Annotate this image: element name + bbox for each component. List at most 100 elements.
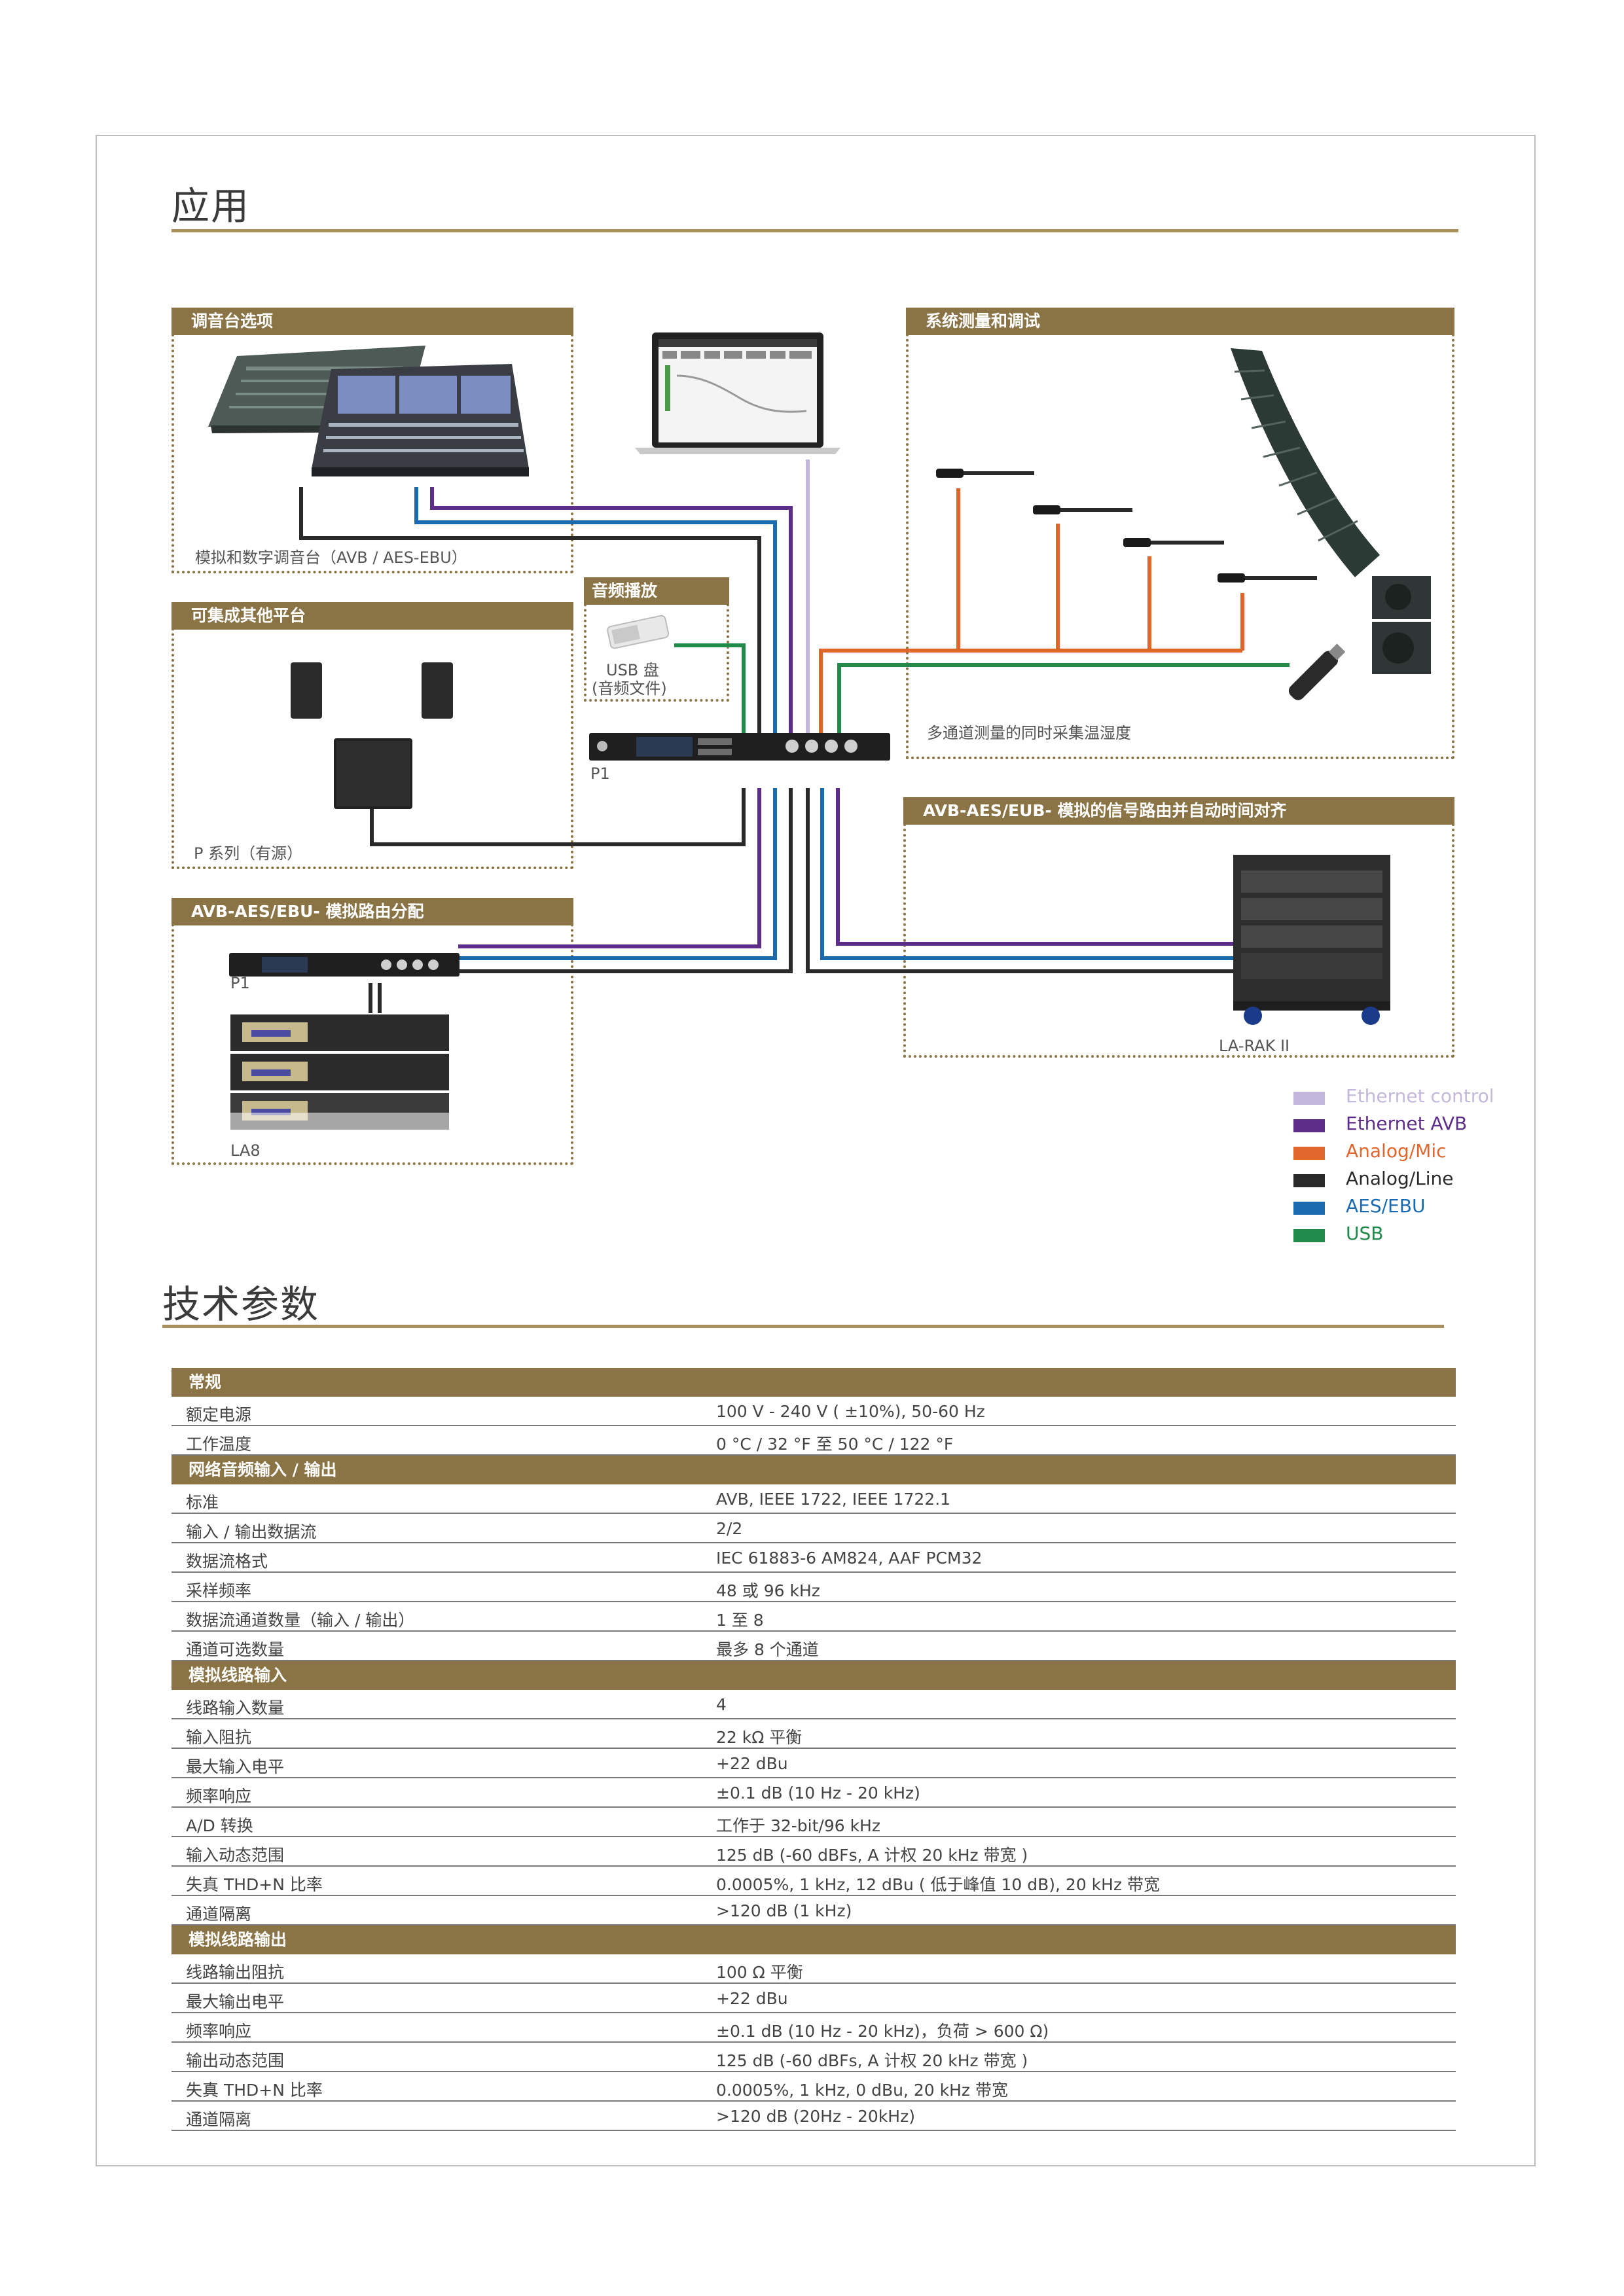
line-array-icon (1231, 348, 1431, 674)
spec-value: +22 dBu (716, 1989, 788, 2008)
legend-label: Ethernet AVB (1346, 1113, 1468, 1134)
spec-label: 频率响应 (186, 2022, 252, 2041)
spec-label: 数据流格式 (186, 1552, 268, 1571)
spec-value: 48 或 96 kHz (716, 1581, 820, 1600)
spec-label: 采样频率 (186, 1581, 252, 1600)
routing-la8-label: LA8 (230, 1141, 261, 1160)
spec-row: 输入动态范围 125 dB (-60 dBFs, A 计权 20 kHz 带宽 ) (171, 1837, 1456, 1867)
cable-routing-line (458, 788, 793, 973)
legend-swatch (1293, 1202, 1325, 1215)
cable-usb-playback (674, 643, 746, 733)
spec-label: 失真 THD+N 比率 (186, 2081, 323, 2100)
spec-row: 通道隔离>120 dB (1 kHz) (171, 1896, 1456, 1926)
cable-pseries-line (370, 788, 746, 846)
page-frame (96, 135, 1536, 2166)
cable-console-aes (414, 487, 777, 733)
cable-rak-line (806, 788, 1233, 973)
legend-swatch (1293, 1147, 1325, 1160)
spec-row: 输入阻抗 22 kΩ 平衡 (171, 1719, 1456, 1749)
spec-value: ±0.1 dB (10 Hz - 20 kHz) (716, 1784, 920, 1803)
spec-value: IEC 61883-6 AM824, AAF PCM32 (716, 1549, 983, 1568)
usb-stick-icon (607, 615, 670, 649)
spec-label: 通道隔离 (186, 2110, 252, 2129)
spec-row: 数据流通道数量（输入 / 输出） 1 至 8 (171, 1602, 1456, 1632)
spec-value: 最多 8 个通道 (716, 1640, 819, 1659)
spec-label: 最大输入电平 (186, 1757, 285, 1776)
la8-amplifier-icon (230, 1014, 449, 1132)
spec-label: 工作温度 (186, 1435, 252, 1454)
legend-swatch (1293, 1229, 1325, 1242)
integration-caption: P 系列（有源） (194, 844, 303, 863)
usb-sensor-icon (1288, 643, 1346, 700)
spec-row: 频率响应 ±0.1 dB (10 Hz - 20 kHz)，负荷 > 600 Ω) (171, 2013, 1456, 2043)
legend-label: USB (1346, 1223, 1384, 1244)
spec-row: 最大输入电平 +22 dBu (171, 1749, 1456, 1778)
laptop-icon (635, 332, 840, 454)
spec-row: 最大输出电平 +22 dBu (171, 1984, 1456, 2013)
spec-label: 最大输出电平 (186, 1992, 285, 2011)
spec-label: 线路输出阻抗 (186, 1963, 285, 1982)
p1-center-label: P1 (590, 764, 610, 783)
spec-value: 2/2 (716, 1519, 743, 1538)
spec-label: 输入 / 输出数据流 (186, 1522, 317, 1541)
spec-row: A/D 转换工作于 32-bit/96 kHz (171, 1808, 1456, 1837)
p1-center-icon (589, 733, 890, 761)
spec-row: 线路输出阻抗 100 Ω 平衡 (171, 1954, 1456, 1984)
spec-label: A/D 转换 (186, 1816, 253, 1835)
spec-label: 输入阻抗 (186, 1728, 252, 1747)
spec-label: 失真 THD+N 比率 (186, 1875, 323, 1894)
spec-row: 频率响应 ±0.1 dB (10 Hz - 20 kHz) (171, 1778, 1456, 1808)
spec-value: 125 dB (-60 dBFs, A 计权 20 kHz 带宽 ) (716, 1846, 1028, 1865)
console-header: 调音台选项 (171, 308, 573, 335)
spec-label: 频率响应 (186, 1787, 252, 1806)
spec-value: 0.0005%, 1 kHz, 12 dBu ( 低于峰值 10 dB), 20… (716, 1875, 1161, 1894)
spec-value: 1 至 8 (716, 1611, 764, 1630)
routing-header: AVB-AES/EBU- 模拟路由分配 (171, 898, 573, 925)
spec-value: 0.0005%, 1 kHz, 0 dBu, 20 kHz 带宽 (716, 2081, 1008, 2100)
spec-row: 输入 / 输出数据流 2/2 (171, 1514, 1456, 1543)
spec-value: ±0.1 dB (10 Hz - 20 kHz)，负荷 > 600 Ω) (716, 2022, 1049, 2041)
cables (299, 459, 1290, 1013)
spec-value: AVB, IEEE 1722, IEEE 1722.1 (716, 1490, 951, 1509)
spec-value: >120 dB (20Hz - 20kHz) (716, 2107, 915, 2126)
playback-caption-line2: (音频文件) (592, 679, 667, 698)
spec-row: 工作温度 0 °C / 32 °F 至 50 °C / 122 °F (171, 1426, 1456, 1456)
console-caption: 模拟和数字调音台（AVB / AES-EBU） (195, 548, 467, 567)
legend-swatch (1293, 1174, 1325, 1187)
signal-flow-diagram (208, 332, 1431, 1132)
specs-title-rule (162, 1325, 1444, 1328)
spec-row: 采样频率 48 或 96 kHz (171, 1573, 1456, 1602)
spec-value: 100 Ω 平衡 (716, 1963, 803, 1982)
la-rak-icon (1233, 855, 1390, 1025)
spec-section-header: 模拟线路输出 (171, 1926, 1456, 1954)
measurement-header: 系统测量和调试 (906, 308, 1454, 335)
spec-row: 失真 THD+N 比率 0.0005%, 1 kHz, 12 dBu ( 低于峰值… (171, 1867, 1456, 1896)
spec-label: 数据流通道数量（输入 / 输出） (186, 1611, 415, 1630)
spec-label: 输出动态范围 (186, 2051, 285, 2070)
spec-value: 0 °C / 32 °F 至 50 °C / 122 °F (716, 1435, 954, 1454)
mic-icons (936, 469, 1317, 583)
spec-section-header: 模拟线路输入 (171, 1661, 1456, 1690)
cable-rak-aes (820, 788, 1233, 960)
spec-value: >120 dB (1 kHz) (716, 1901, 852, 1920)
spec-label: 通道可选数量 (186, 1640, 285, 1659)
spec-label: 线路输入数量 (186, 1698, 285, 1717)
integration-header: 可集成其他平台 (171, 602, 573, 630)
spec-label: 额定电源 (186, 1405, 252, 1424)
spec-value: +22 dBu (716, 1754, 788, 1773)
cable-rak-avb (836, 788, 1233, 946)
cable-routing-aes (458, 788, 777, 960)
spec-section-header: 网络音频输入 / 输出 (171, 1456, 1456, 1484)
cable-mic-trunk (819, 649, 1242, 733)
cable-routing-avb (458, 788, 761, 948)
spec-row: 通道隔离 >120 dB (20Hz - 20kHz) (171, 2102, 1456, 2131)
measurement-caption: 多通道测量的同时采集温湿度 (927, 724, 1131, 742)
spec-value: 22 kΩ 平衡 (716, 1728, 803, 1747)
routing-p1-label: P1 (230, 974, 250, 992)
cable-usb-sensor (837, 663, 1290, 733)
spec-value: 4 (716, 1695, 727, 1714)
spec-label: 输入动态范围 (186, 1846, 285, 1865)
